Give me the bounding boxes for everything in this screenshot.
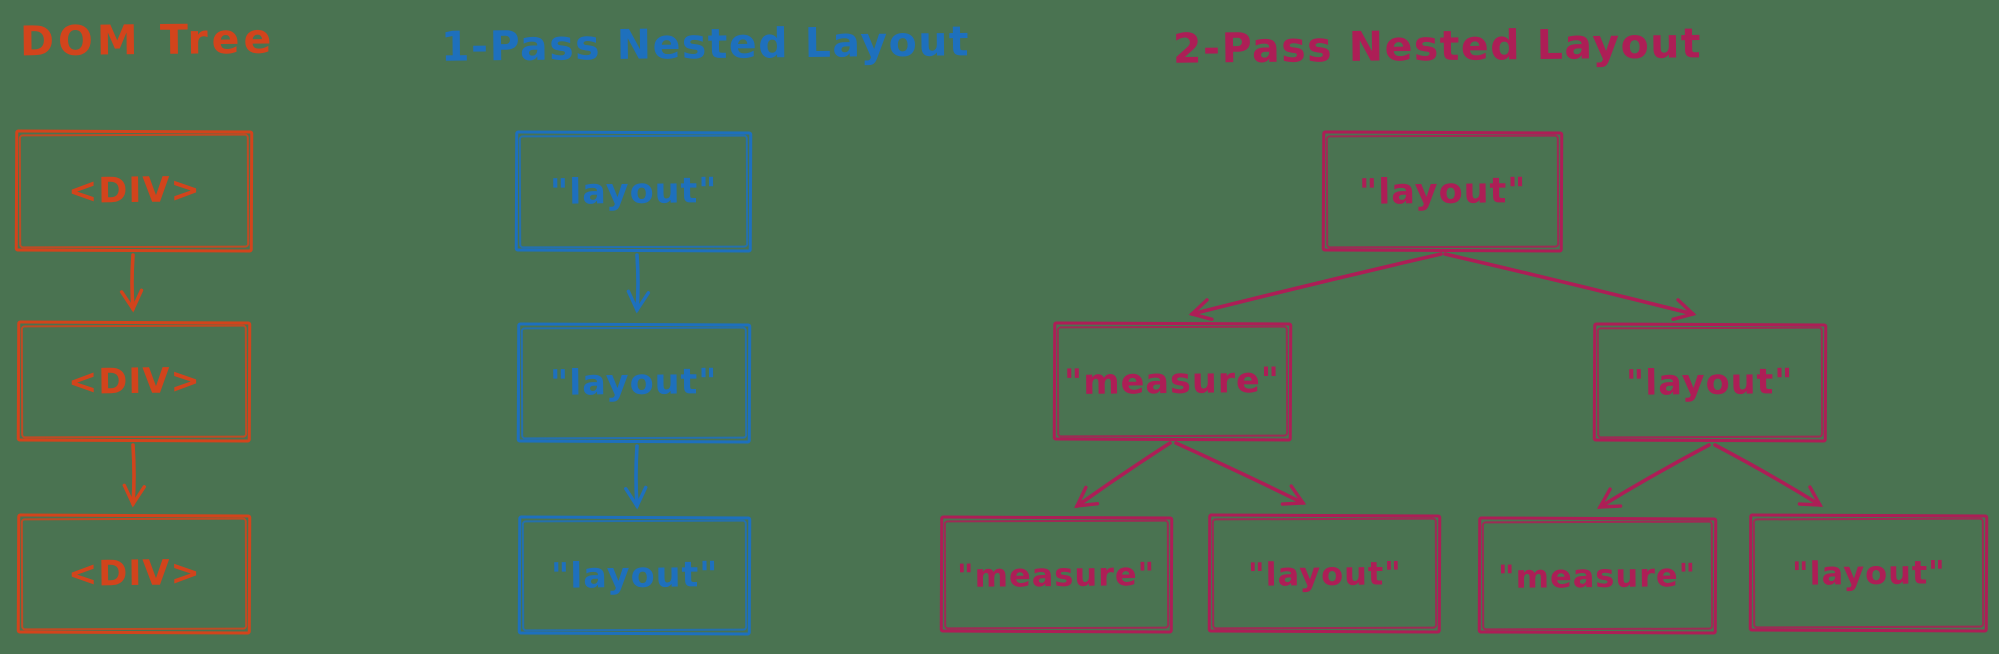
two-pass-arrow-root-measure [1188,252,1443,321]
two-pass-title: 2-Pass Nested Layout [1172,19,1703,73]
dom-tree-title: DOM Tree [19,14,276,66]
two-pass-arrow-layout-leaf3 [1597,443,1711,509]
one-pass-node-2: "layout" [516,322,752,444]
dom-arrow-2 [122,443,146,508]
two-pass-layout-label: "layout" [1626,361,1794,404]
dom-tree-node-1: <DIV> [14,129,254,253]
two-pass-layout-node: "layout" [1592,322,1828,443]
one-pass-arrow-2 [624,444,648,510]
two-pass-leaf-measure-1: "measure" [939,515,1174,634]
dom-tree-node-2-label: <DIV> [67,360,201,403]
two-pass-leaf-4-label: "layout" [1791,553,1946,593]
two-pass-arrow-layout-leaf4 [1713,443,1823,507]
two-pass-root-node: "layout" [1321,130,1564,253]
one-pass-node-2-label: "layout" [550,362,718,404]
one-pass-node-1: "layout" [514,130,753,253]
two-pass-measure-label: "measure" [1064,360,1281,403]
one-pass-arrow-1 [626,253,651,314]
dom-arrow-1 [119,253,144,313]
two-pass-arrow-root-layout [1443,252,1697,321]
two-pass-leaf-measure-2: "measure" [1477,516,1718,635]
one-pass-node-1-label: "layout" [549,170,718,213]
two-pass-leaf-1-label: "measure" [957,554,1156,595]
two-pass-root-label: "layout" [1358,170,1527,213]
one-pass-title: 1-Pass Nested Layout [440,17,971,71]
two-pass-leaf-layout-1: "layout" [1207,513,1442,634]
two-pass-leaf-2-label: "layout" [1247,553,1402,594]
one-pass-node-3-label: "layout" [550,554,719,597]
two-pass-measure-node: "measure" [1052,321,1293,442]
one-pass-node-3: "layout" [517,515,752,636]
dom-tree-node-1-label: <DIV> [67,170,201,212]
dom-tree-node-3-label: <DIV> [67,553,201,595]
two-pass-leaf-layout-2: "layout" [1748,513,1989,633]
dom-tree-node-3: <DIV> [16,513,252,635]
two-pass-arrow-measure-leaf1 [1074,441,1172,509]
two-pass-arrow-measure-leaf2 [1174,441,1307,506]
dom-tree-node-2: <DIV> [16,320,252,443]
two-pass-leaf-3-label: "measure" [1498,555,1697,596]
